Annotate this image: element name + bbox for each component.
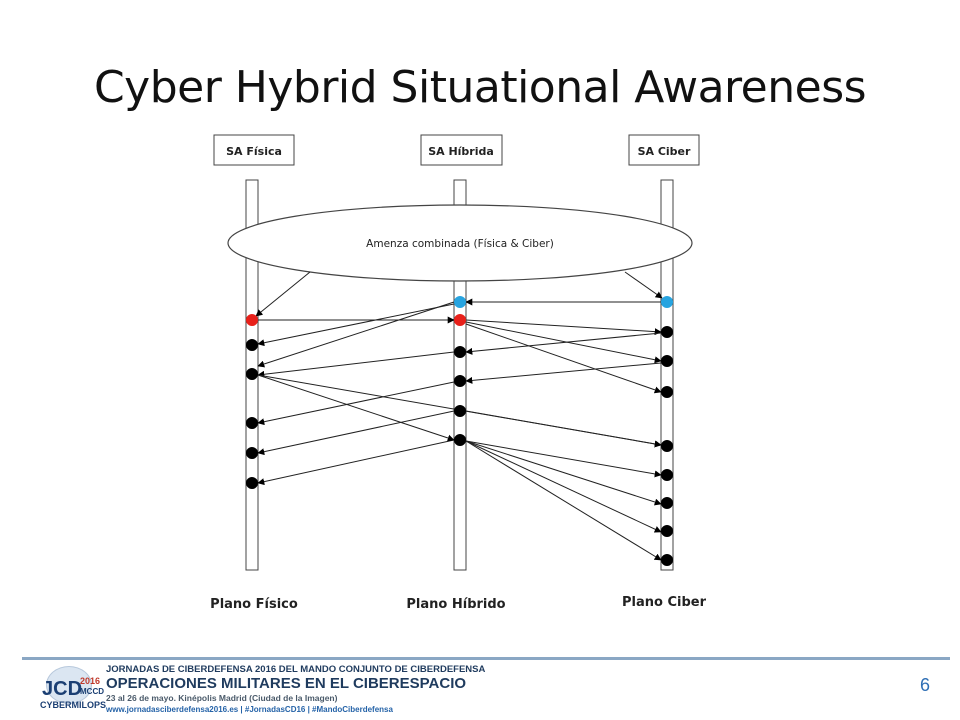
header-box-fisica: SA Física xyxy=(213,134,295,166)
message-arrow xyxy=(465,440,662,533)
message-arrow xyxy=(257,439,455,486)
event-dot xyxy=(454,434,466,446)
message-arrow xyxy=(257,351,455,378)
footer-event-line: JORNADAS DE CIBERDEFENSA 2016 DEL MANDO … xyxy=(106,664,486,675)
event-dot xyxy=(246,417,258,429)
message-arrow xyxy=(465,323,662,394)
message-arrow xyxy=(257,381,455,426)
message-arrow xyxy=(465,319,662,336)
logo-subtitle: CYBERMILOPS xyxy=(40,700,107,710)
event-dot xyxy=(661,440,673,452)
event-dot xyxy=(454,375,466,387)
logo-globe-icon xyxy=(46,666,92,704)
event-footer-banner: JCD 2016 MCCD CYBERMILOPS JORNADAS DE CI… xyxy=(40,664,920,718)
cyber-detection-dot xyxy=(454,296,466,308)
logo-org: MCCD xyxy=(80,687,104,696)
event-dot xyxy=(661,355,673,367)
message-arrow xyxy=(465,410,662,448)
event-dot xyxy=(246,477,258,489)
event-dot xyxy=(454,346,466,358)
message-arrow xyxy=(255,271,311,317)
event-dot xyxy=(661,497,673,509)
threat-label: Amenza combinada (Física & Ciber) xyxy=(366,238,554,250)
combined-threat-ellipse: Amenza combinada (Física & Ciber) xyxy=(227,204,693,282)
message-arrow xyxy=(257,374,455,442)
header-box-ciber: SA Ciber xyxy=(628,134,700,166)
event-dots xyxy=(246,296,673,566)
footer-label-fisica: Plano Físico xyxy=(210,597,298,612)
event-dot xyxy=(246,339,258,351)
jcd-logo: JCD 2016 MCCD CYBERMILOPS xyxy=(40,666,106,712)
footer-event-title: OPERACIONES MILITARES EN EL CIBERESPACIO xyxy=(106,675,467,692)
message-arrow xyxy=(465,321,662,364)
event-dot xyxy=(246,368,258,380)
message-arrow xyxy=(257,303,455,347)
message-arrows xyxy=(255,271,663,561)
message-arrow xyxy=(624,271,663,299)
header-label-fisica: SA Física xyxy=(226,145,282,158)
footer-event-links[interactable]: www.jornadasciberdefensa2016.es | #Jorna… xyxy=(106,705,393,714)
message-arrow xyxy=(465,332,662,355)
footer-divider xyxy=(22,657,950,660)
footer-label-ciber: Plano Ciber xyxy=(622,595,707,610)
message-arrow xyxy=(465,440,662,478)
logo-jcd-text: JCD xyxy=(42,678,83,700)
header-label-hibrida: SA Híbrida xyxy=(428,145,494,158)
event-dot xyxy=(661,326,673,338)
event-dot xyxy=(661,469,673,481)
event-dot xyxy=(454,405,466,417)
logo-year: 2016 xyxy=(80,676,101,686)
header-label-ciber: SA Ciber xyxy=(638,145,691,158)
event-dot xyxy=(661,386,673,398)
message-arrow xyxy=(465,362,662,384)
message-arrow xyxy=(257,301,455,368)
footer-event-date: 23 al 26 de mayo. Kinépolis Madrid (Ciud… xyxy=(106,693,338,703)
event-dot xyxy=(661,525,673,537)
message-arrow xyxy=(465,440,662,561)
cyber-detection-dot xyxy=(661,296,673,308)
message-arrow xyxy=(257,410,455,456)
page-number: 6 xyxy=(920,675,931,695)
physical-detection-dot xyxy=(246,314,258,326)
slide-title: Cyber Hybrid Situational Awareness xyxy=(93,62,867,113)
event-dot xyxy=(661,554,673,566)
physical-detection-dot xyxy=(454,314,466,326)
message-arrow xyxy=(465,440,662,506)
event-dot xyxy=(246,447,258,459)
sa-sequence-diagram: SA Física SA Híbrida SA Ciber Amenza com… xyxy=(210,134,707,612)
footer-label-hibrida: Plano Híbrido xyxy=(406,597,505,612)
header-box-hibrida: SA Híbrida xyxy=(420,134,503,166)
